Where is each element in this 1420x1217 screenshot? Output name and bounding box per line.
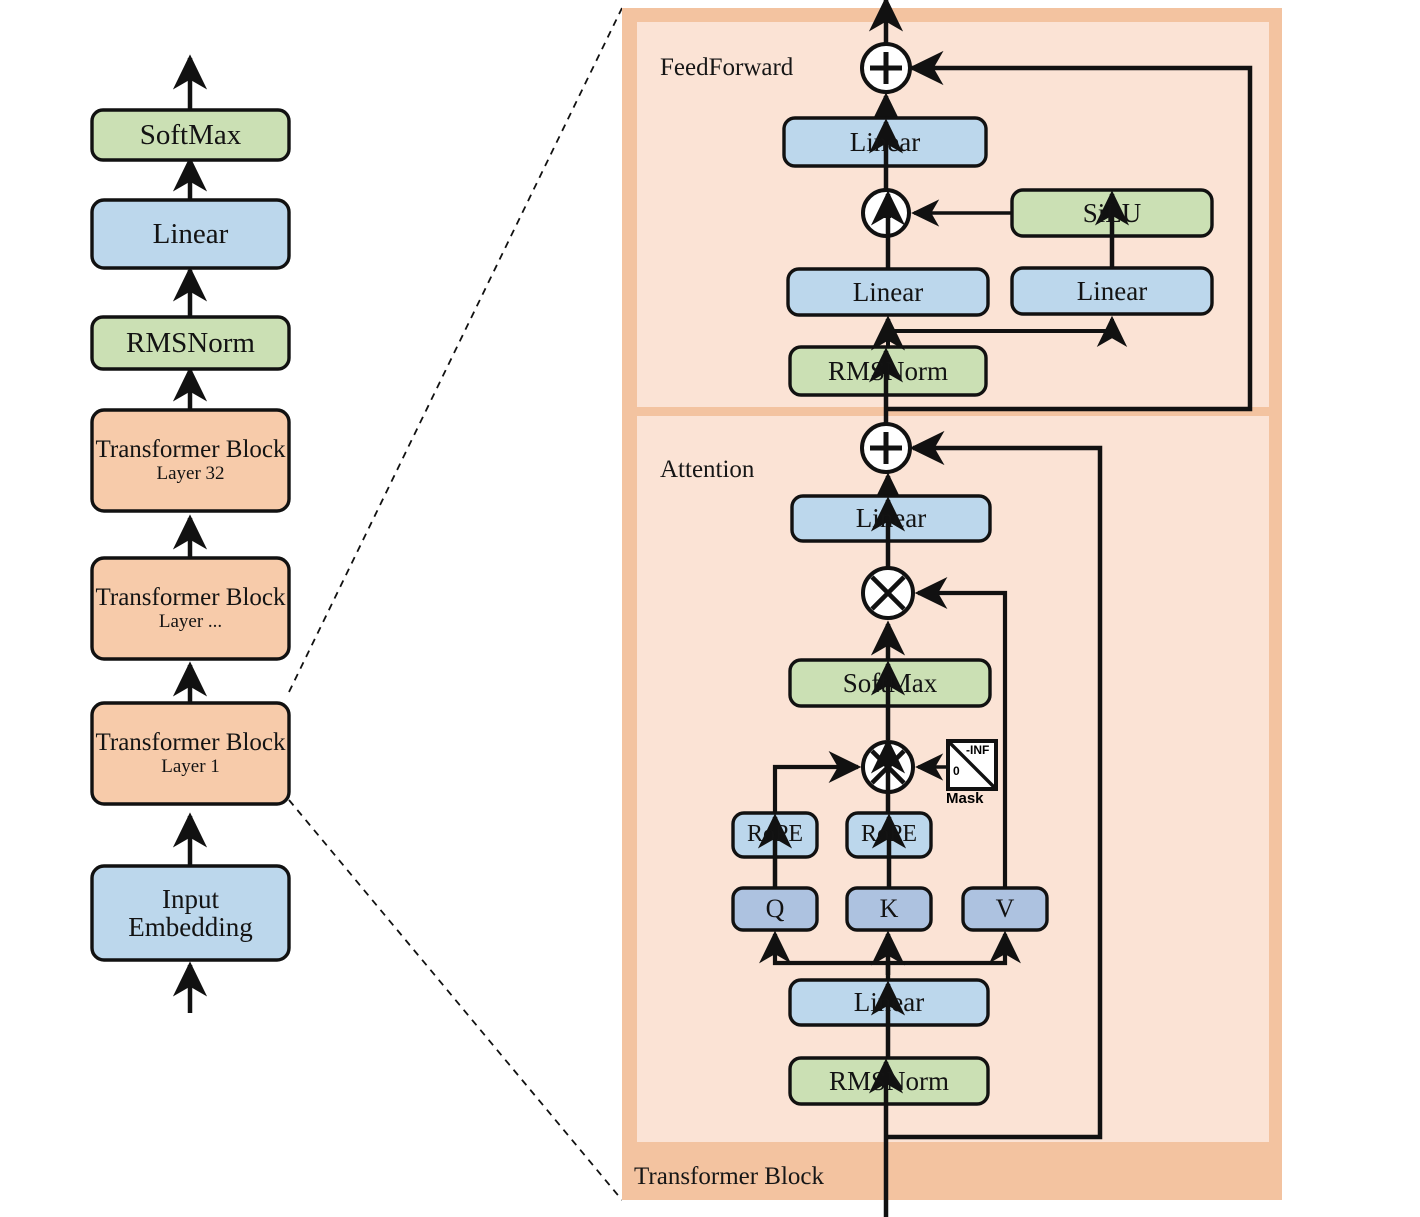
node-k[interactable] (845, 886, 933, 932)
attention-residual-path (886, 430, 1103, 1140)
feedforward-panel-title: FeedForward (660, 54, 794, 81)
node-ff-gate-linear[interactable] (1010, 266, 1214, 316)
node-input-embedding[interactable] (90, 864, 291, 962)
callout-lines (288, 7, 623, 1201)
feedforward-group (782, 0, 1253, 430)
v-to-matmul-path (914, 577, 1008, 888)
attention-panel-title: Attention (660, 456, 755, 483)
callout-line-top (288, 7, 623, 693)
node-attn-output-linear[interactable] (790, 494, 992, 543)
node-attn-rmsnorm[interactable] (788, 1056, 990, 1106)
panel-divider (637, 407, 1269, 416)
mask-diagonal (948, 741, 996, 789)
attention-group (731, 422, 1103, 1217)
matmul-upper-glyph-b (870, 575, 906, 611)
q-rope-to-matmul-path (772, 751, 862, 818)
node-transformer-block-layer-32[interactable] (90, 408, 291, 513)
node-v[interactable] (961, 886, 1049, 932)
transformer-block-container-label: Transformer Block (634, 1163, 825, 1190)
left-stack-group (90, 54, 291, 1013)
node-q[interactable] (731, 886, 819, 932)
node-transformer-block-layer-mid[interactable] (90, 556, 291, 661)
node-stack-linear[interactable] (90, 198, 291, 270)
node-ff-up-linear[interactable] (786, 267, 990, 317)
node-transformer-block-layer-1[interactable] (90, 701, 291, 806)
node-stack-rmsnorm[interactable] (90, 315, 291, 371)
callout-line-bottom (288, 799, 623, 1201)
feedforward-residual-path (886, 50, 1253, 412)
node-stack-softmax[interactable] (90, 108, 291, 162)
